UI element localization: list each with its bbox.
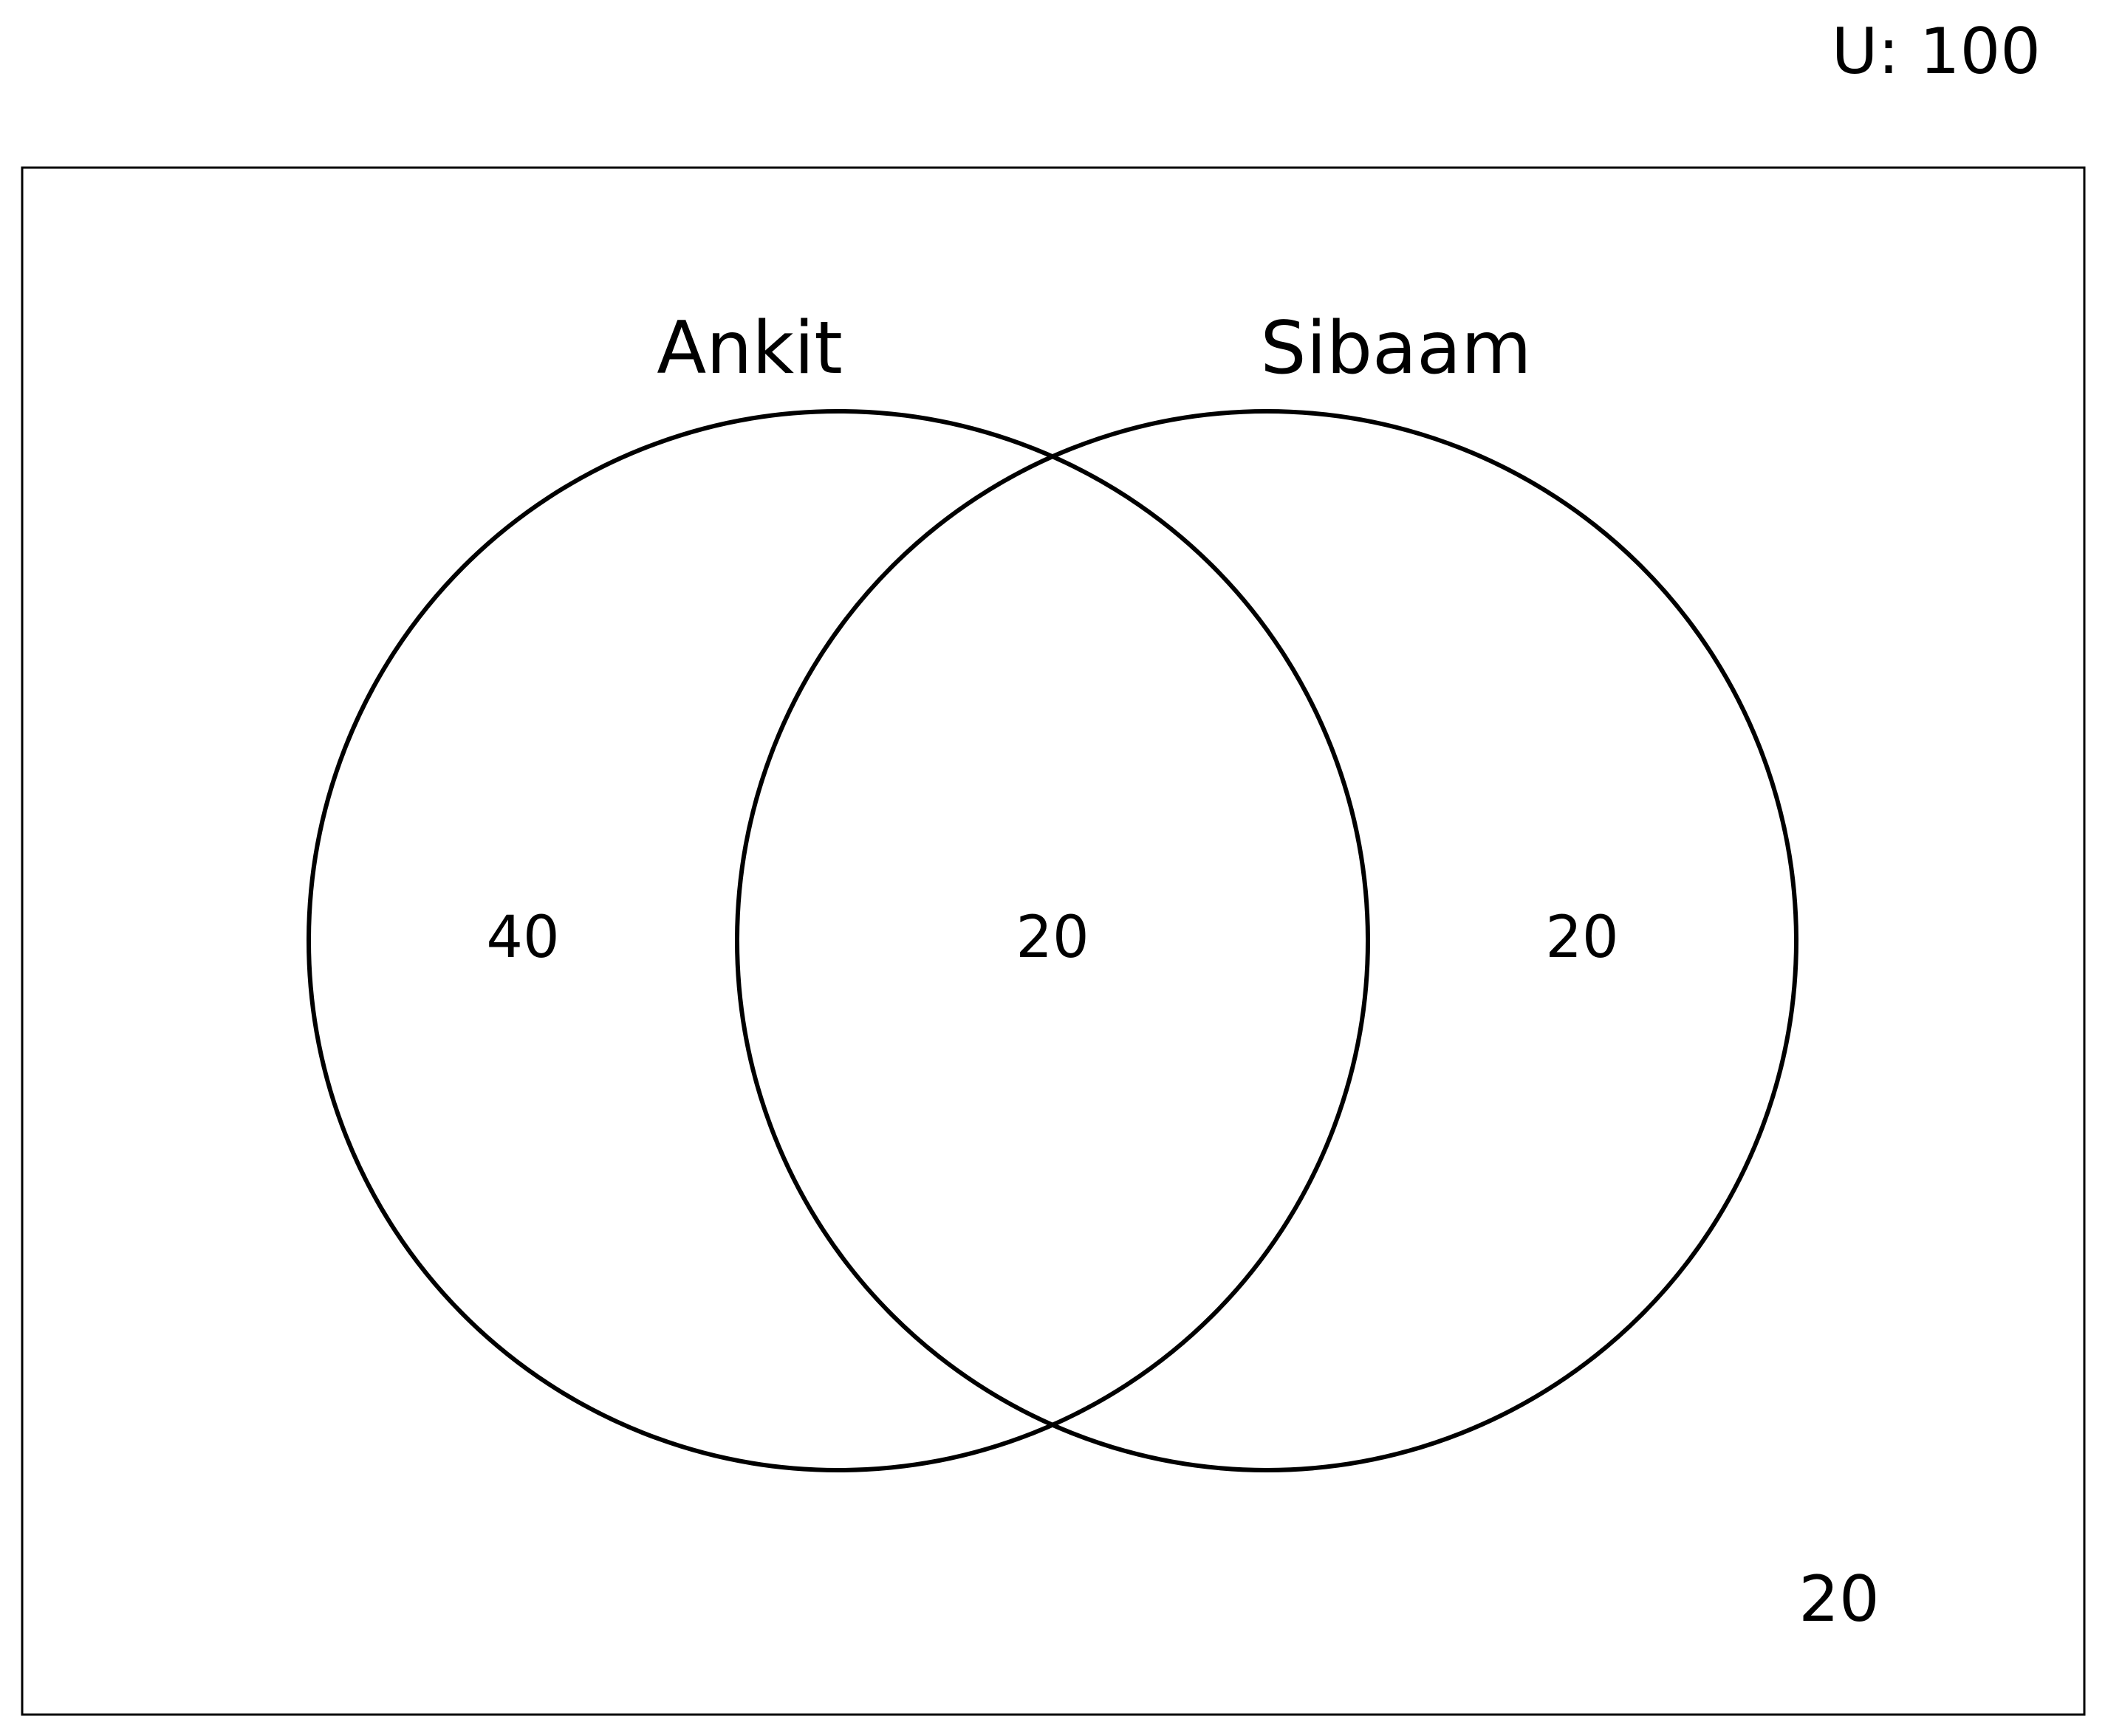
set-label-ankit: Ankit — [657, 306, 843, 391]
set-circle-sibaam — [735, 409, 1798, 1472]
sibaam-only-value: 20 — [1545, 905, 1618, 971]
outside-value: 20 — [1798, 1562, 1879, 1636]
set-label-sibaam: Sibaam — [1260, 306, 1531, 391]
universe-rectangle — [21, 166, 2086, 1716]
ankit-only-value: 40 — [486, 905, 559, 971]
universe-label: U: 100 — [1832, 15, 2041, 89]
intersection-value: 20 — [1016, 905, 1089, 971]
set-circle-ankit — [307, 409, 1370, 1472]
